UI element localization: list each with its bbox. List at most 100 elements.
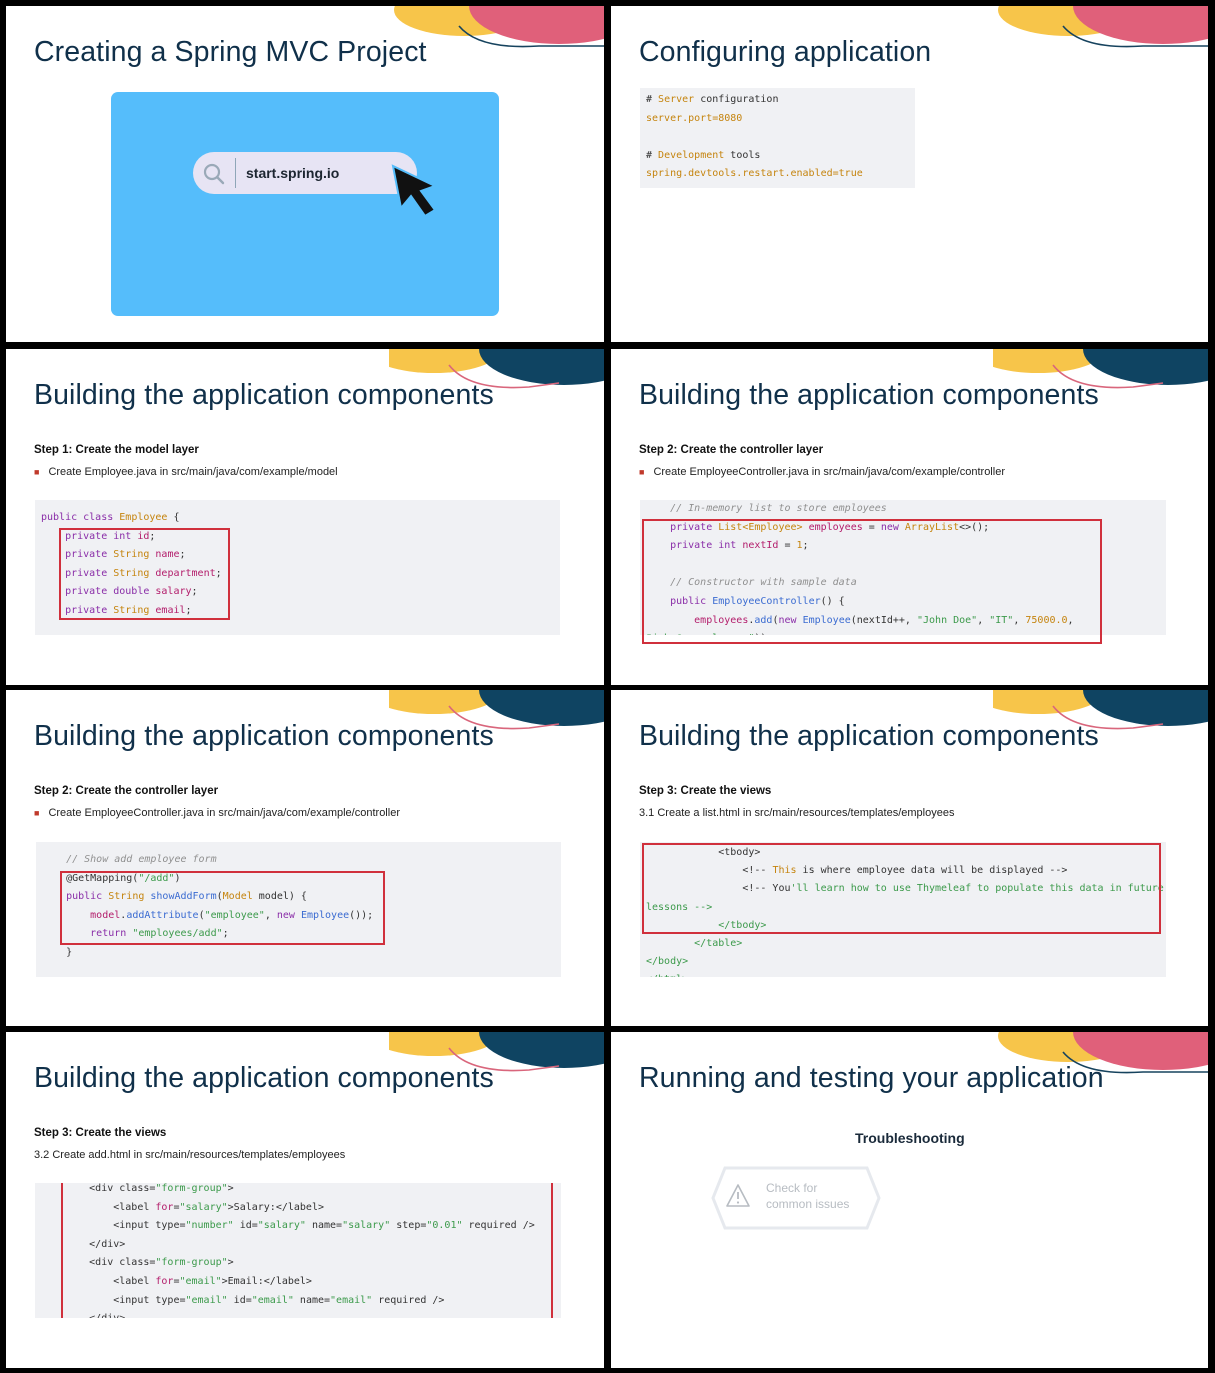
code-token: required /> — [372, 1294, 445, 1306]
code-token: private int — [646, 540, 743, 552]
code-token: "employees/add" — [132, 928, 223, 940]
code-token: private int — [41, 530, 138, 542]
slide-running-testing[interactable]: Running and testing your application Tro… — [611, 1032, 1208, 1368]
slide-views-add[interactable]: Building the application components Step… — [6, 1032, 604, 1368]
code-token: "0.01" — [426, 1220, 463, 1232]
code-token: "employee" — [204, 909, 265, 921]
code-token: for — [155, 1201, 174, 1213]
code-token: Employee — [119, 512, 168, 523]
decorative-arcs-icon — [993, 690, 1208, 730]
decorative-arcs-icon — [998, 1032, 1208, 1074]
code-line: employees.add(new Employee(nextId++, "Jo… — [646, 614, 1074, 627]
code-token: String — [113, 605, 156, 616]
code-token: <!-- — [646, 865, 773, 877]
code-token: List<Employee> — [718, 521, 809, 533]
code-token: > — [227, 1257, 234, 1269]
code-line: <label for="salary">Salary:</label> — [41, 1202, 324, 1214]
code-line: private int id; — [41, 531, 155, 543]
code-token: , — [1013, 614, 1026, 626]
search-divider — [235, 158, 236, 188]
code-token: showAddForm — [150, 891, 217, 903]
code-token: "John Doe" — [916, 614, 978, 626]
code-token: , — [264, 909, 277, 921]
code-token: is where employee data will be displayed… — [796, 865, 1068, 877]
code-token: "form-group" — [155, 1257, 228, 1269]
code-token: "email" — [185, 1294, 228, 1306]
code-line: </body> — [646, 956, 688, 968]
code-token: Server — [658, 94, 695, 105]
code-token: </html> — [646, 974, 688, 977]
step-heading: Step 2: Create the controller layer — [639, 444, 824, 456]
code-line: public EmployeeController() { — [646, 596, 845, 608]
code-token: String — [113, 549, 156, 561]
code-token: server.port=8080 — [646, 112, 743, 124]
code-token: ; — [215, 567, 222, 579]
code-line: } — [42, 947, 72, 959]
slide-views-list[interactable]: Building the application components Step… — [611, 690, 1208, 1026]
code-token: <input type= — [41, 1294, 186, 1306]
code-token: , — [977, 614, 990, 626]
step-heading: Step 3: Create the views — [639, 785, 772, 797]
code-token: { — [167, 512, 180, 523]
code-token: // Show add employee form — [42, 854, 217, 865]
url-search-bar[interactable]: start.spring.io — [193, 152, 417, 194]
code-token: private — [41, 605, 114, 616]
code-line: <input type="number" id="salary" name="s… — [41, 1220, 535, 1232]
decorative-arcs-icon — [389, 349, 604, 389]
code-line: </tbody> — [646, 920, 766, 932]
code-line: private String name; — [41, 549, 185, 561]
warning-icon — [726, 1184, 750, 1207]
code-token: ; — [191, 586, 198, 598]
code-line: </div> — [41, 1313, 125, 1318]
code-token: ( — [198, 909, 205, 921]
code-token: addAttribute — [126, 909, 199, 921]
step-description: 3.1 Create a list.html in src/main/resou… — [639, 807, 955, 819]
code-token: "/add" — [138, 872, 175, 884]
code-line: spring.devtools.restart.enabled=true — [646, 168, 863, 180]
search-text: start.spring.io — [246, 165, 340, 181]
code-token: employees — [646, 614, 749, 626]
slide-title: Creating a Spring MVC Project — [34, 36, 427, 68]
code-line: <div class="form-group"> — [41, 1257, 234, 1269]
code-token: department — [155, 567, 216, 579]
code-token: )); — [754, 633, 772, 635]
slide-controller-layer[interactable]: Building the application components Step… — [611, 349, 1208, 685]
troubleshooting-card[interactable]: Check for common issues — [711, 1166, 881, 1230]
code-token: public class — [41, 512, 120, 523]
highlight-box — [642, 843, 1161, 934]
slide-configuring[interactable]: Configuring application # Server configu… — [611, 6, 1208, 342]
code-token: ; — [802, 540, 809, 552]
highlight-box — [59, 528, 230, 620]
code-token: "salary" — [342, 1220, 391, 1232]
code-token: <!-- You — [646, 883, 791, 895]
code-line: private String email; — [41, 605, 191, 617]
code-token: lessons --> — [646, 901, 713, 913]
code-token: Development — [658, 149, 725, 161]
code-token: # — [646, 94, 659, 105]
code-block: // In-memory list to store employees pri… — [640, 500, 1166, 635]
code-line: // In-memory list to store employees — [646, 503, 887, 515]
slide-model-layer[interactable]: Building the application components Step… — [6, 349, 604, 685]
code-line: # Server configuration — [646, 94, 778, 106]
slide-controller-form[interactable]: Building the application components Step… — [6, 690, 604, 1026]
code-block: public class Employee { private int id; … — [35, 500, 560, 635]
code-token: <div class= — [41, 1257, 156, 1269]
code-token: </tbody> — [646, 919, 767, 931]
code-token: "email" — [179, 1276, 222, 1287]
code-token: private — [41, 549, 114, 561]
code-line: # Development tools — [646, 150, 760, 162]
bullet-text: Create EmployeeController.java in src/ma… — [48, 807, 400, 819]
slide-title: Building the application components — [639, 720, 1099, 752]
code-token: model — [42, 909, 121, 921]
code-token: name — [155, 549, 180, 561]
slide-creating-project[interactable]: Creating a Spring MVC Project start.spri… — [6, 6, 604, 342]
code-token: "number" — [185, 1220, 234, 1232]
code-token: , — [1067, 614, 1074, 626]
code-token: "salary" — [257, 1220, 306, 1232]
code-line: // Constructor with sample data — [646, 577, 857, 589]
slide-title: Building the application components — [34, 1062, 494, 1094]
code-line: private String department; — [41, 568, 222, 580]
code-token: step= — [390, 1220, 427, 1232]
code-token: new — [778, 614, 803, 626]
